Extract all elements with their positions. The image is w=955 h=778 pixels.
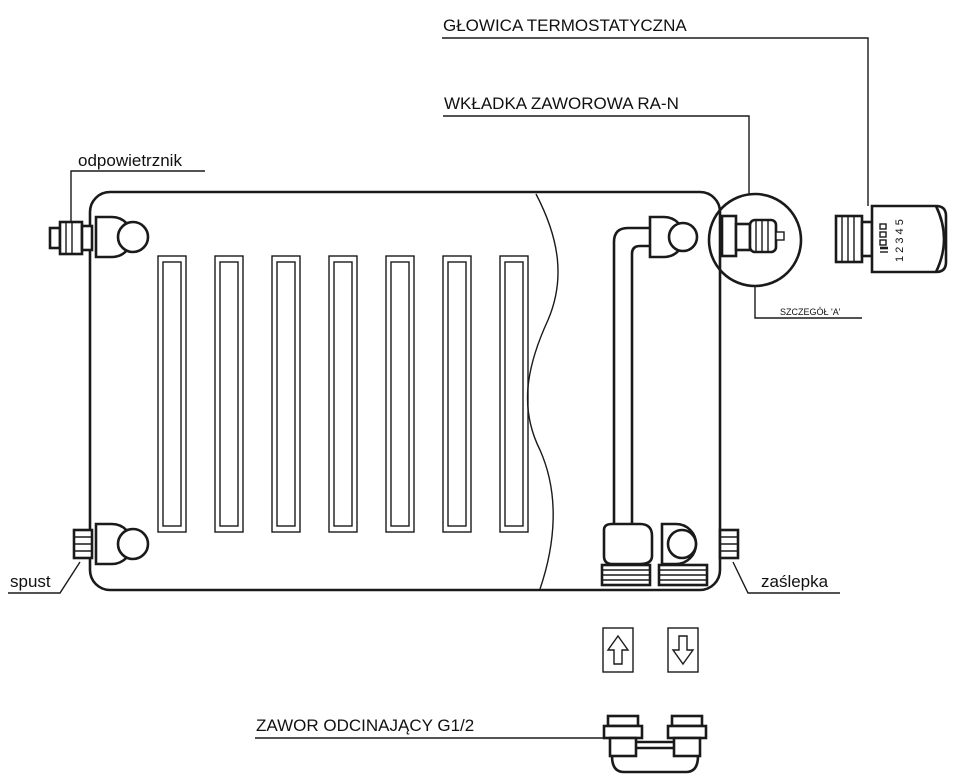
fin [385,255,415,533]
connection-bosses [94,215,699,566]
internal-pipe [602,226,654,566]
fin [157,255,187,533]
boss-top-left [94,215,150,259]
label-blank-plug: zaślepka [761,572,829,591]
label-valve-insert: WKŁADKA ZAWOROWA RA-N [444,94,679,113]
fin [328,255,358,533]
label-detail: SZCZEGÓŁ 'A' [780,307,841,317]
flow-arrow-down [667,627,699,673]
boss-bottom-left [94,522,150,566]
shutoff-valve [602,714,708,774]
bottom-nipple-right [657,563,709,587]
thermostat-scale: 1 2 3 4 5 [894,219,906,262]
label-drain: spust [10,572,51,591]
air-vent [48,220,94,256]
fin [214,255,244,533]
label-shutoff-valve: ZAWOR ODCINAJĄCY G1/2 [256,716,474,735]
thermostatic-head: 1 2 3 4 5 [834,204,948,274]
fin [271,255,301,533]
radiator-fins [157,255,529,533]
radiator-body [88,190,722,592]
boss-bottom-right [660,522,698,566]
drain-plug [72,528,94,560]
blank-plug [718,528,740,560]
fin [442,255,472,533]
label-air-vent: odpowietrznik [78,151,182,170]
flow-arrow-up [602,627,634,673]
fin [499,255,529,533]
leader-lines [8,37,869,739]
detail-a-valve-insert [707,192,803,288]
bottom-nipple-left [600,563,652,587]
boss-top-right [648,215,699,259]
label-thermostat-head: GŁOWICA TERMOSTATYCZNA [443,16,687,35]
